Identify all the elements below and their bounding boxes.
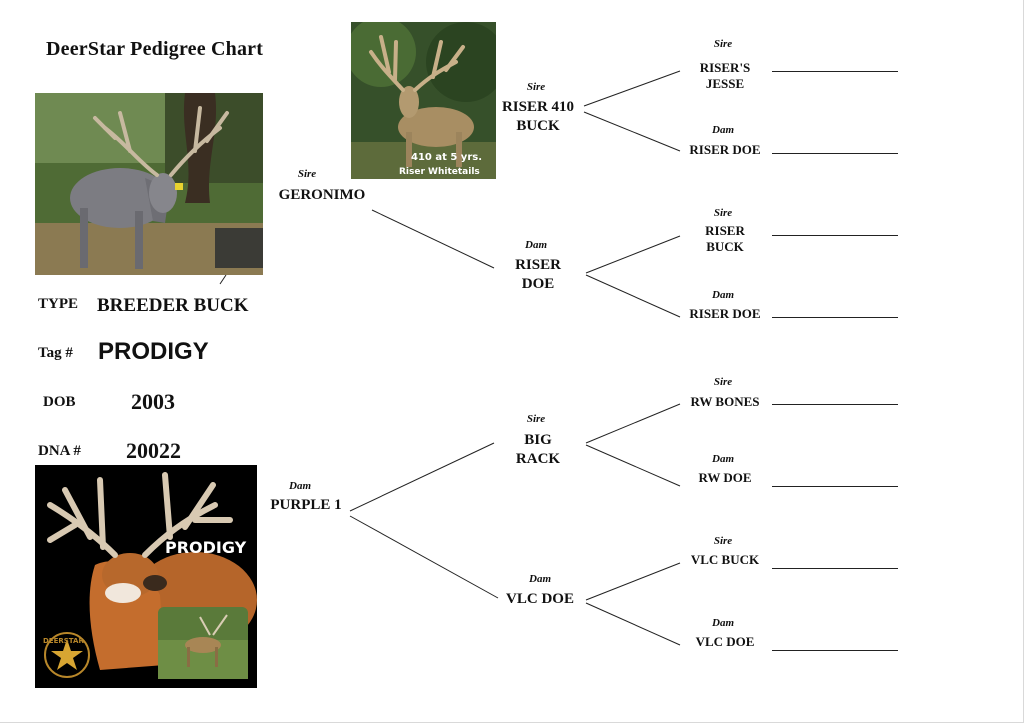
g3-p8-name: VLC DOE: [695, 634, 755, 649]
g3-p7-relation: Sire: [713, 535, 733, 547]
type-value: BREEDER BUCK: [97, 295, 249, 316]
tag-value: PRODIGY: [98, 338, 209, 365]
vlcdoe-g2-name: VLC DOE: [506, 591, 574, 607]
g3-p5-relation: Sire: [713, 376, 733, 388]
g3-p4-relation: Dam: [712, 289, 734, 301]
buck-photo-field: [35, 93, 263, 275]
g3-p5-rule: [772, 404, 898, 405]
prodigy-poster-name: PRODIGY: [165, 538, 247, 557]
purple1-relation: Dam: [289, 480, 311, 492]
dob-value: 2003: [131, 389, 175, 414]
line-bigrack-rwdoe: [585, 444, 681, 487]
line-photo-tick: [219, 274, 227, 285]
geronimo-relation: Sire: [297, 168, 317, 180]
g3-p5-name: RW BONES: [690, 394, 760, 409]
g3-p7-rule: [772, 568, 898, 569]
g3-p2-rule: [772, 153, 898, 154]
g3-p6-relation: Dam: [712, 453, 734, 465]
g3-p6-name: RW DOE: [698, 470, 752, 485]
page-title: DeerStar Pedigree Chart: [46, 38, 264, 60]
dna-label: DNA #: [38, 443, 81, 459]
line-purple-vlcdoe: [349, 515, 499, 599]
riser410-name: RISER 410 BUCK: [501, 99, 575, 134]
line-410-riserdoe: [583, 111, 681, 152]
line-geronimo-riserdoe: [371, 209, 495, 269]
line-vlcdoe-vlcdoe: [585, 602, 681, 646]
riser-410-photo: 410 at 5 yrs. Riser Whitetails: [351, 22, 496, 179]
riser-caption-line2: Riser Whitetails: [399, 167, 480, 177]
g3-p1-name: RISER'S JESSE: [699, 60, 751, 91]
g3-p2-name: RISER DOE: [689, 142, 761, 157]
line-vlcdoe-vlcbuck: [585, 562, 681, 601]
line-purple-bigrack: [349, 442, 495, 512]
vlcdoe-g2-relation: Dam: [529, 573, 551, 585]
g3-p6-rule: [772, 486, 898, 487]
g3-p3-rule: [772, 235, 898, 236]
line-riserdoe-riserdoe: [585, 274, 681, 318]
line-riserdoe-riserbuck: [585, 235, 681, 274]
g3-p3-relation: Sire: [713, 207, 733, 219]
g3-p2-relation: Dam: [712, 124, 734, 136]
dna-value: 20022: [126, 438, 181, 463]
line-bigrack-rwbones: [585, 403, 681, 444]
g3-p4-rule: [772, 317, 898, 318]
tag-label: Tag #: [38, 345, 73, 361]
prodigy-poster-photo: PRODIGY DEERSTAR: [35, 465, 257, 688]
riser-caption-line1: 410 at 5 yrs.: [411, 152, 482, 163]
purple1-name: PURPLE 1: [270, 497, 342, 513]
bigrack-relation: Sire: [526, 413, 546, 425]
g3-p7-name: VLC BUCK: [690, 552, 760, 567]
bigrack-name: BIG RACK: [515, 432, 561, 467]
g3-p4-name: RISER DOE: [689, 306, 761, 321]
g3-p8-rule: [772, 650, 898, 651]
g3-p3-name: RISER BUCK: [705, 223, 745, 254]
g3-p1-rule: [772, 71, 898, 72]
dob-label: DOB: [43, 394, 76, 410]
type-label: TYPE: [38, 296, 79, 312]
riserdoe-g2-name: RISER DOE: [515, 257, 561, 292]
riserdoe-g2-relation: Dam: [525, 239, 547, 251]
deerstar-logo-text: DEERSTAR: [43, 637, 84, 645]
g3-p8-relation: Dam: [712, 617, 734, 629]
geronimo-name: GERONIMO: [278, 187, 366, 203]
g3-p1-relation: Sire: [713, 38, 733, 50]
riser410-relation: Sire: [526, 81, 546, 93]
line-410-jesse: [583, 70, 681, 107]
